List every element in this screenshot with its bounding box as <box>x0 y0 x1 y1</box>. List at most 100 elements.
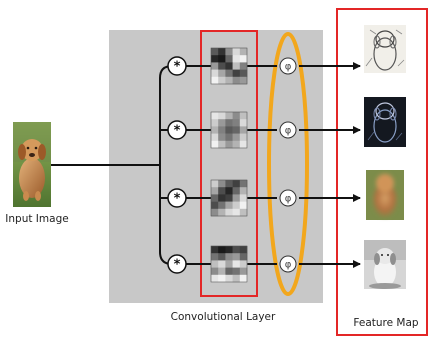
kernel-1-cell <box>211 62 219 70</box>
activation-op-3 <box>279 189 297 207</box>
kernel-4-cell <box>211 274 219 283</box>
kernel-3-cell <box>225 180 233 188</box>
kernel-3-cell <box>232 180 241 188</box>
kernel-2-cell <box>211 112 219 120</box>
kernel-3-cell <box>211 180 219 188</box>
kernel-1-cell <box>239 62 248 70</box>
kernel-1-cell <box>225 62 233 70</box>
activation-symbol-4: φ <box>285 260 292 271</box>
kernel-2-cell <box>211 140 219 149</box>
kernel-2-cell <box>239 140 248 149</box>
kernel-1-cell <box>225 69 233 78</box>
kernel-1-cell <box>232 48 241 56</box>
convolution-symbol-1: * <box>174 60 181 75</box>
kernel-3-cell <box>239 180 248 188</box>
kernel-4-cell <box>211 253 219 261</box>
kernel-2-cell <box>232 112 241 120</box>
kernel-1-cell <box>225 76 233 85</box>
kernel-2-cell <box>218 140 226 149</box>
kernel-1-cell <box>218 69 226 78</box>
kernel-1-cell <box>232 69 241 78</box>
kernel-4-cell <box>225 260 233 268</box>
kernel-4-cell <box>232 274 241 283</box>
kernel-4-cell <box>239 253 248 261</box>
kernel-3-cell <box>218 187 226 195</box>
kernel-2-cell <box>218 119 226 127</box>
kernel-3-cell <box>211 208 219 217</box>
feature-map-3 <box>366 170 404 220</box>
kernel-1-cell <box>211 76 219 85</box>
kernel-2-cell <box>225 126 233 134</box>
kernel-3-cell <box>218 201 226 210</box>
kernel-3 <box>210 179 248 217</box>
activation-group-highlight <box>267 32 309 296</box>
kernel-3-cell <box>232 201 241 210</box>
kernel-2-cell <box>211 119 219 127</box>
kernel-4-cell <box>211 260 219 268</box>
activation-op-2 <box>279 121 297 139</box>
kernel-4-cell <box>211 246 219 254</box>
kernel-4-cell <box>225 274 233 283</box>
kernel-3-cell <box>218 180 226 188</box>
activation-op-1 <box>279 57 297 75</box>
convolution-symbol-4: * <box>174 258 181 273</box>
kernel-1-cell <box>211 55 219 63</box>
kernel-3-cell <box>211 201 219 210</box>
kernel-3-cell <box>211 194 219 202</box>
kernel-2-cell <box>225 140 233 149</box>
kernel-1 <box>210 47 248 85</box>
kernel-1-cell <box>218 76 226 85</box>
kernel-2-cell <box>232 140 241 149</box>
input-image <box>13 122 51 207</box>
convolution-op-1 <box>167 56 187 76</box>
kernel-2-cell <box>225 112 233 120</box>
kernel-2-cell <box>211 126 219 134</box>
kernel-4-cell <box>239 260 248 268</box>
kernel-4-cell <box>239 246 248 254</box>
kernel-3-cell <box>225 187 233 195</box>
feature-map-4 <box>364 240 406 289</box>
activation-op-4 <box>279 255 297 273</box>
kernel-3-cell <box>218 208 226 217</box>
kernel-1-cell <box>239 76 248 85</box>
kernel-1-cell <box>232 55 241 63</box>
kernel-1-cell <box>218 62 226 70</box>
kernel-2-cell <box>218 126 226 134</box>
kernel-4-cell <box>225 267 233 276</box>
kernel-4-cell <box>218 267 226 276</box>
kernel-2-cell <box>232 133 241 142</box>
kernel-2-cell <box>232 119 241 127</box>
kernel-4-cell <box>239 267 248 276</box>
kernel-4 <box>210 245 248 283</box>
kernel-2-cell <box>225 133 233 142</box>
kernel-1-cell <box>211 48 219 56</box>
kernel-3-cell <box>239 208 248 217</box>
kernel-3-cell <box>232 187 241 195</box>
kernel-1-cell <box>225 48 233 56</box>
kernel-2-cell <box>211 133 219 142</box>
kernel-3-cell <box>225 208 233 217</box>
conv-layer-label: Convolutional Layer <box>171 311 276 323</box>
kernel-4-cell <box>225 253 233 261</box>
kernel-4-cell <box>232 246 241 254</box>
convolution-symbol-2: * <box>174 124 181 139</box>
kernel-3-cell <box>232 208 241 217</box>
kernel-1-cell <box>225 55 233 63</box>
convolution-op-4 <box>167 254 187 274</box>
kernel-3-cell <box>225 194 233 202</box>
activation-symbol-3: φ <box>285 194 292 205</box>
kernel-4-cell <box>232 267 241 276</box>
kernel-2-cell <box>225 119 233 127</box>
kernel-2-cell <box>232 126 241 134</box>
kernel-2-cell <box>239 119 248 127</box>
feature-map-label: Feature Map <box>353 317 419 329</box>
kernel-2-cell <box>218 133 226 142</box>
kernel-3-cell <box>239 187 248 195</box>
feature-map-1 <box>364 25 406 73</box>
input-image-label: Input Image <box>5 213 68 225</box>
kernel-1-cell <box>239 48 248 56</box>
filter-rows: *φ*φ*φ*φ <box>167 47 361 283</box>
feature-map-2 <box>364 97 406 147</box>
